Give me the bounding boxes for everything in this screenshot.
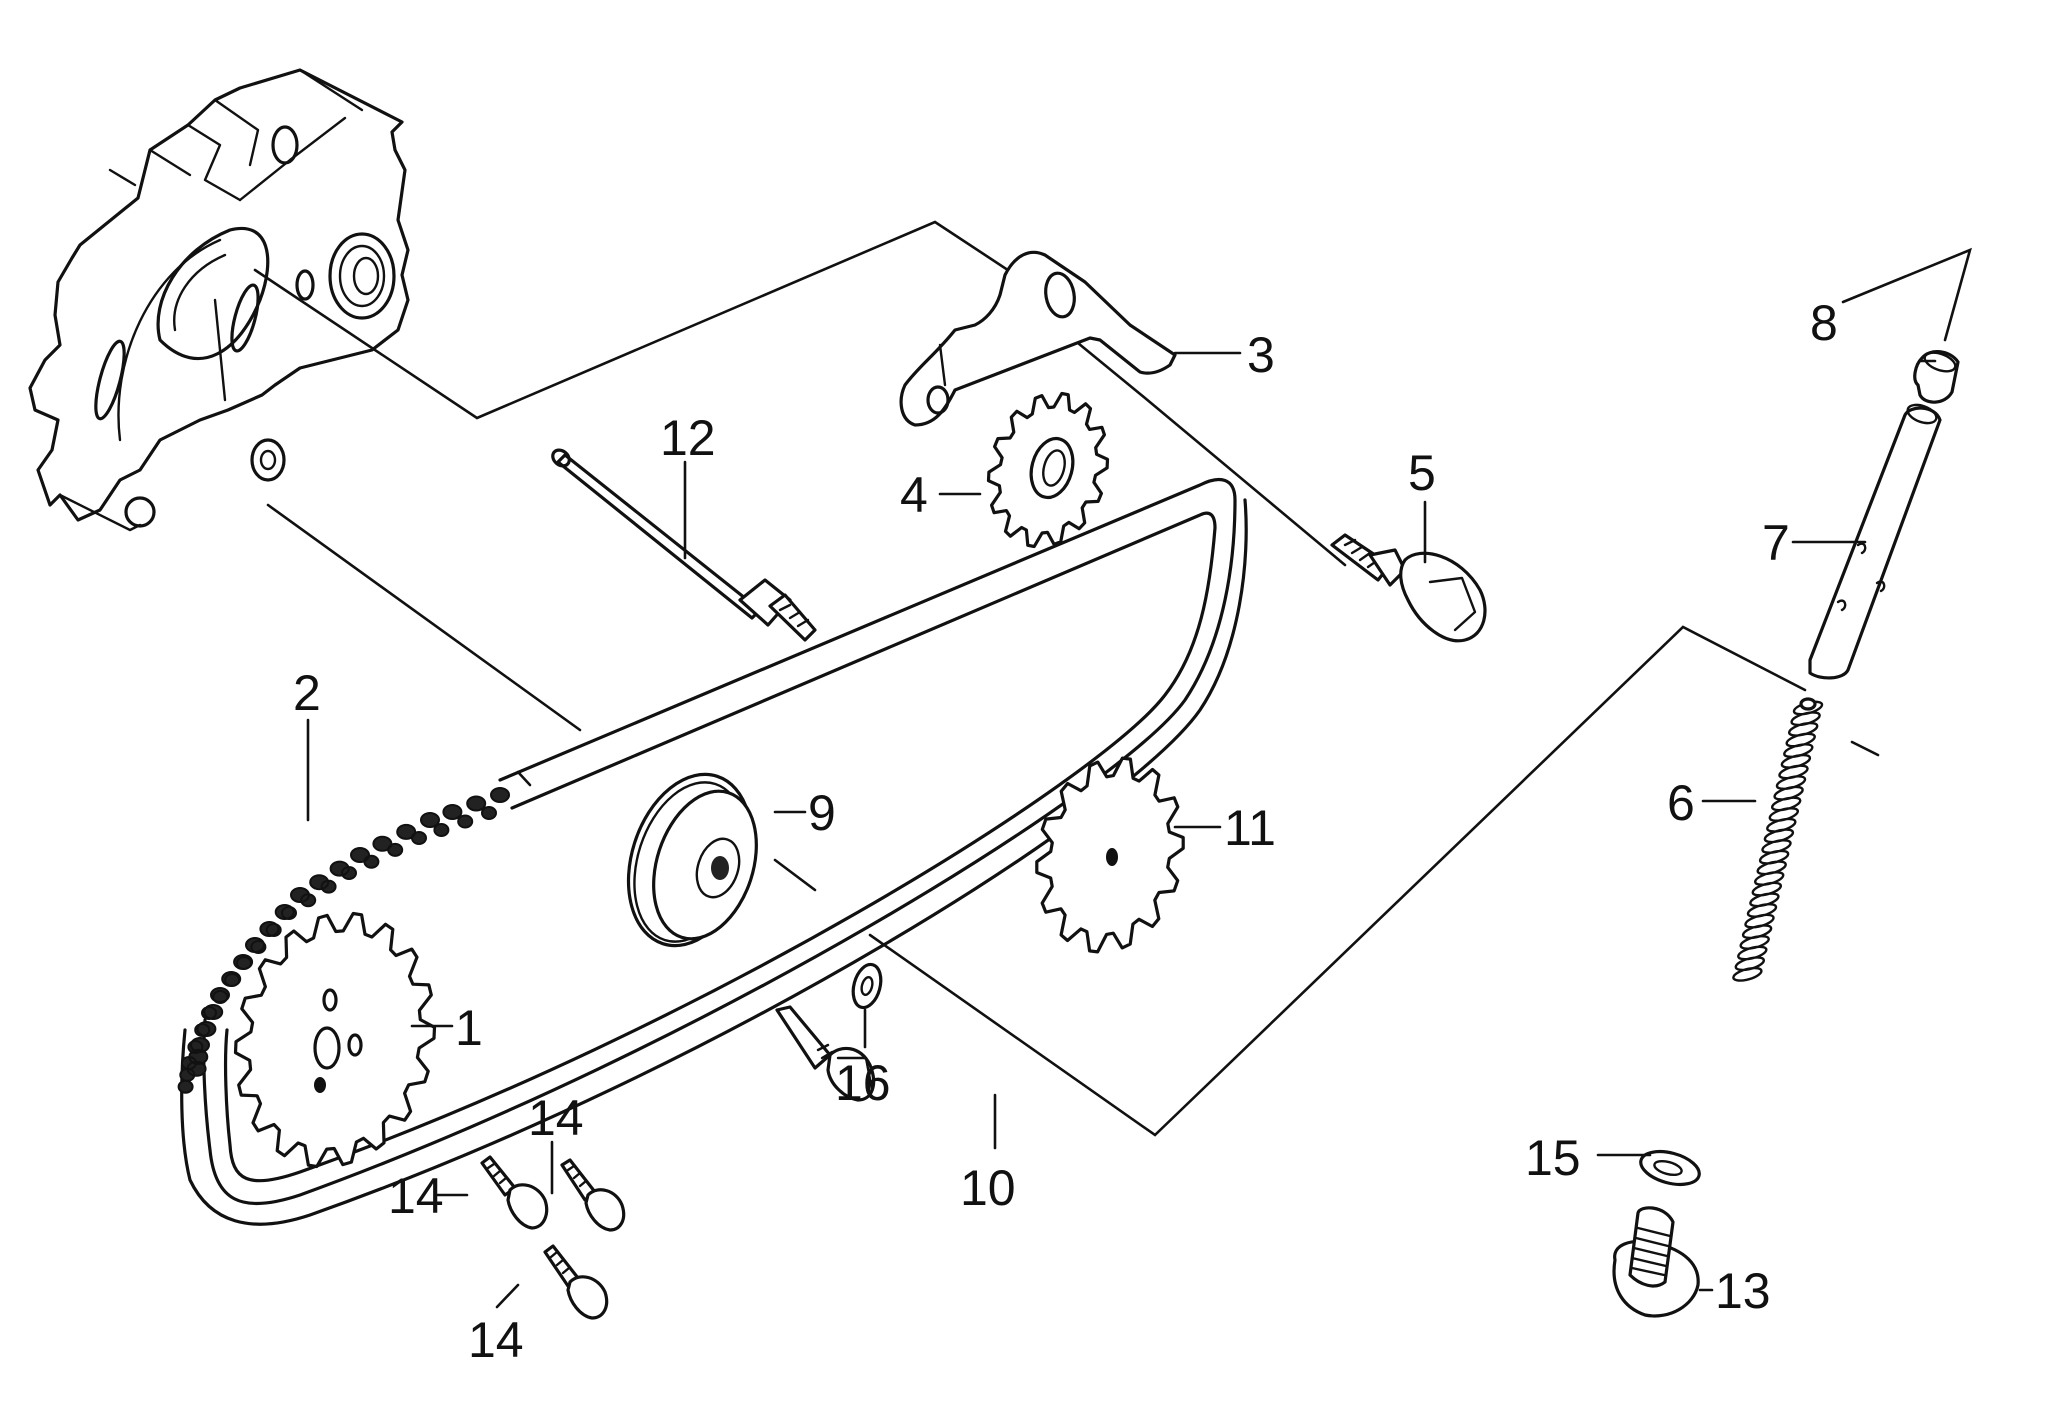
callout-2: 2 bbox=[293, 665, 321, 721]
callout-3: 3 bbox=[1247, 327, 1275, 383]
part-2-cam-chain bbox=[177, 477, 1248, 1226]
callout-14a: 14 bbox=[388, 1168, 444, 1224]
part-10-roller-bolt bbox=[775, 1005, 876, 1102]
part-15-sealing-washer bbox=[1639, 1149, 1701, 1187]
part-8-push-rod-cap bbox=[1913, 350, 1960, 404]
assembly-line-roller bbox=[868, 625, 1807, 1137]
callout-14c: 14 bbox=[468, 1312, 524, 1368]
part-6-tensioner-spring bbox=[1732, 697, 1824, 982]
callout-14b: 14 bbox=[528, 1090, 584, 1146]
callout-9: 9 bbox=[808, 785, 836, 841]
part-7-tensioner-push-rod bbox=[1808, 403, 1942, 680]
callout-8: 8 bbox=[1810, 295, 1838, 351]
part-16-roller-washer bbox=[851, 962, 883, 1010]
part-3-tensioner-bracket bbox=[899, 250, 1177, 427]
part-5-bracket-bolt bbox=[1330, 533, 1487, 643]
callout-16: 16 bbox=[835, 1055, 891, 1111]
assembly-line-pushrod-end bbox=[1850, 740, 1880, 757]
part-12-sprocket-shaft bbox=[551, 448, 817, 642]
part-14-sprocket-bolt-a bbox=[480, 1155, 549, 1230]
part-14-sprocket-bolt-c bbox=[543, 1244, 609, 1320]
callout-12: 12 bbox=[660, 410, 716, 466]
callout-4: 4 bbox=[900, 467, 928, 523]
callout-13: 13 bbox=[1715, 1263, 1771, 1319]
callout-10: 10 bbox=[960, 1160, 1016, 1216]
assembly-line-upper bbox=[253, 220, 1022, 420]
part-9-tensioner-roller bbox=[516, 770, 817, 948]
assembly-line-lower bbox=[266, 503, 582, 732]
part-11-lower-guide-sprocket bbox=[1035, 756, 1185, 954]
part-4-upper-guide-sprocket bbox=[986, 391, 1110, 549]
callout-leaders bbox=[306, 247, 1972, 1309]
callout-1: 1 bbox=[455, 1000, 483, 1056]
callout-15: 15 bbox=[1525, 1130, 1581, 1186]
part-13-sealing-bolt bbox=[1612, 1206, 1700, 1318]
callout-5: 5 bbox=[1408, 445, 1436, 501]
part-1-cam-sprocket bbox=[233, 911, 437, 1169]
callout-6: 6 bbox=[1667, 775, 1695, 831]
crankcase-half bbox=[28, 68, 410, 532]
callout-7: 7 bbox=[1762, 515, 1790, 571]
part-14-sprocket-bolt-b bbox=[560, 1158, 626, 1232]
callout-11: 11 bbox=[1224, 800, 1276, 856]
